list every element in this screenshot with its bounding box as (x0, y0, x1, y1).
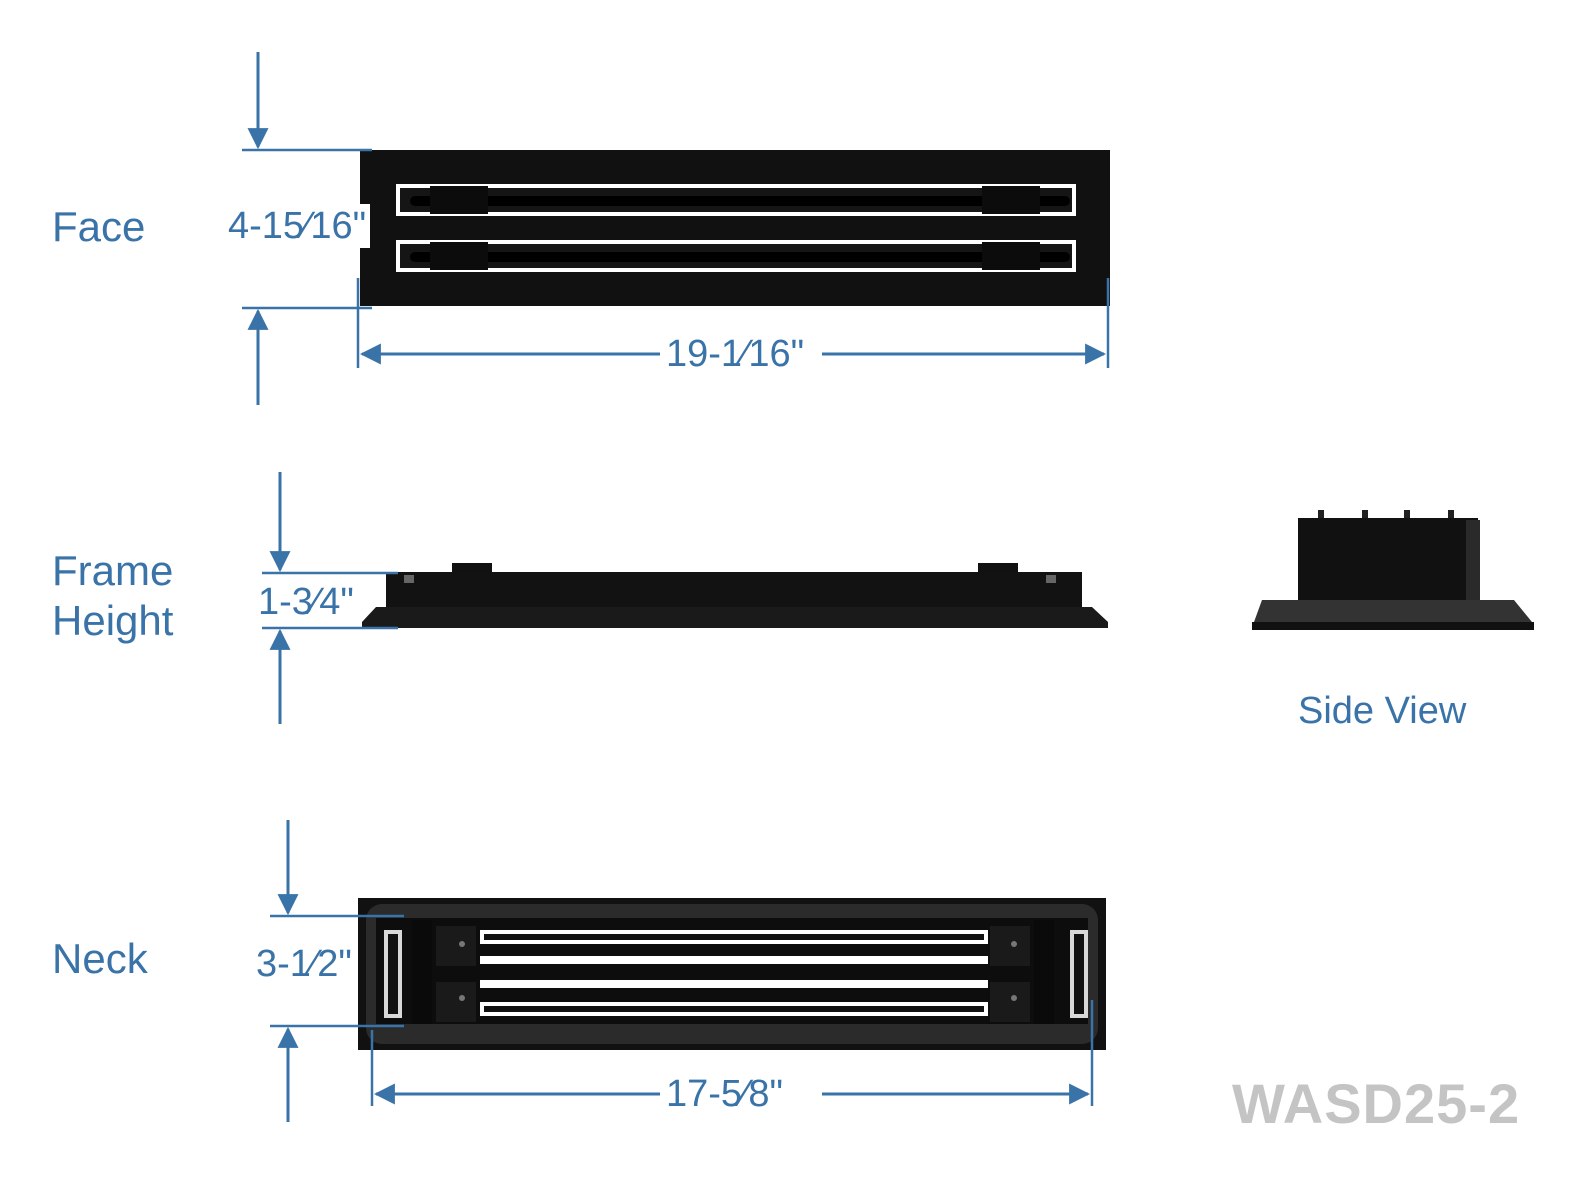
frame-flange (362, 607, 1108, 628)
label-side-view: Side View (1298, 690, 1467, 732)
dim-frame-height: 1-3⁄4" (254, 580, 358, 624)
side-view-drawing (1252, 510, 1534, 630)
frame-body (386, 572, 1082, 610)
side-gasket (1254, 600, 1532, 622)
face-frame (360, 150, 1110, 306)
face-view (242, 52, 1110, 405)
dim-neck-width: 17-5⁄8" (662, 1072, 788, 1116)
label-frame: Frame (52, 547, 174, 594)
frame-height-view (262, 472, 1108, 724)
model-number: WASD25-2 (1232, 1072, 1521, 1135)
dim-face-height: 4-15⁄16" (224, 204, 371, 248)
label-face: Face (52, 203, 146, 250)
label-neck: Neck (52, 935, 148, 982)
side-body (1298, 518, 1478, 602)
dim-neck-height: 3-1⁄2" (252, 942, 356, 986)
neck-view (270, 820, 1106, 1122)
label-height: Height (52, 597, 174, 644)
dim-face-width: 19-1⁄16" (662, 332, 809, 376)
